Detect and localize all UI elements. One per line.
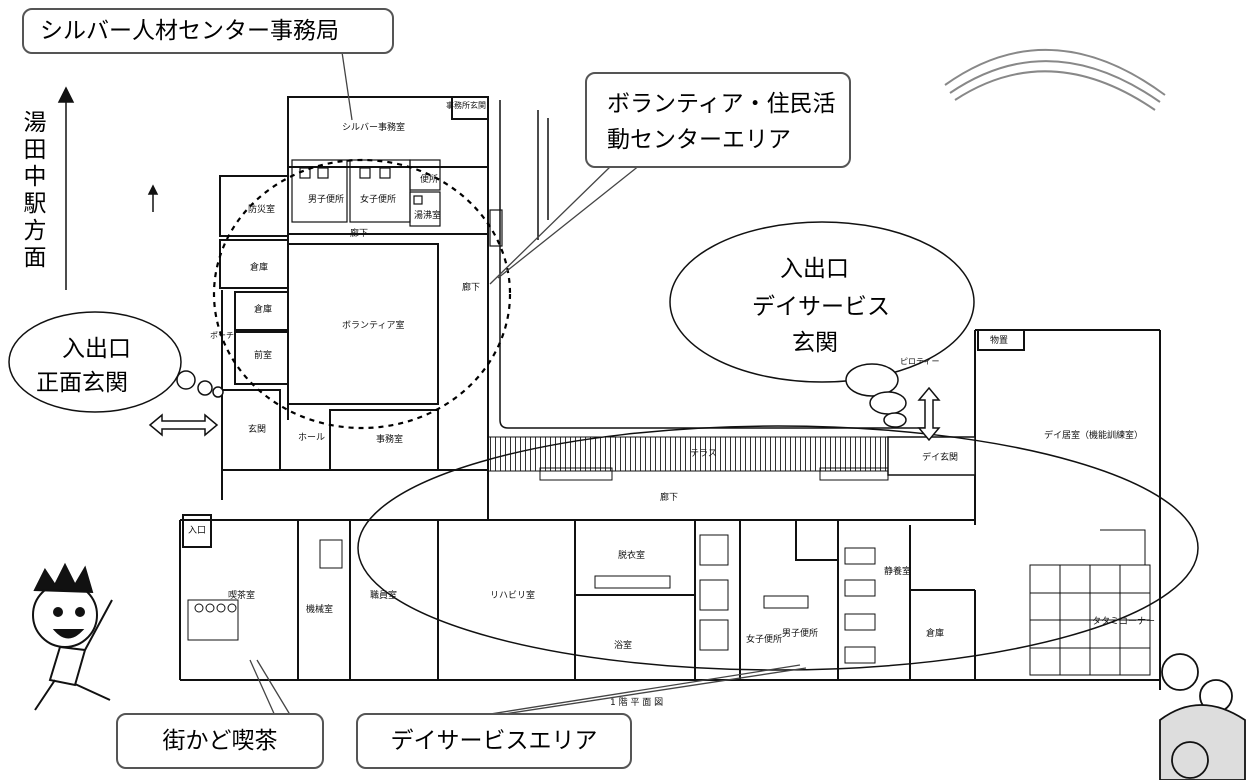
room-entrance-small: 入口 — [188, 525, 206, 536]
dayservice-entrance-cloud — [669, 221, 975, 428]
room-disaster: 防災室 — [248, 203, 275, 215]
dayservice-area-callout: デイサービスエリア — [356, 713, 632, 769]
room-changing: 脱衣室 — [618, 549, 645, 561]
room-office: 事務室 — [376, 433, 403, 445]
dayservice-entrance-label-2: デイサービス — [752, 294, 890, 320]
main-entrance-cloud — [8, 311, 224, 413]
south-building-walls — [179, 329, 1161, 690]
north-building-walls — [219, 96, 489, 500]
dayservice-entrance-label-1: 入出口 — [780, 256, 849, 282]
station-direction-label: 湯田中駅方面 — [23, 110, 47, 271]
room-office-entrance: 事務所玄関 — [446, 100, 486, 110]
room-storage-a: 倉庫 — [250, 261, 268, 273]
volunteer-area-callout: ボランティア・住民活 動センターエリア — [585, 72, 851, 168]
arc-icon — [944, 49, 1166, 111]
room-terrace: テラス — [690, 448, 717, 459]
room-kitchenette: 湯沸室 — [414, 209, 441, 221]
plan-caption: 1 階 平 面 図 — [610, 697, 663, 708]
silver-office-callout-text: シルバー人材センター事務局 — [40, 18, 339, 44]
room-bath: 浴室 — [614, 639, 632, 651]
silver-office-callout: シルバー人材センター事務局 — [22, 8, 394, 54]
room-hall: ホール — [298, 432, 325, 443]
room-tea: 喫茶室 — [228, 589, 255, 601]
cafe-callout: 街かど喫茶 — [116, 713, 324, 769]
room-volunteer: ボランティア室 — [342, 319, 404, 331]
room-machine: 機械室 — [306, 603, 333, 615]
dayservice-area-ellipse — [357, 425, 1199, 671]
room-entrance-hall: 玄関 — [248, 423, 266, 435]
volunteer-area-circle — [212, 158, 512, 430]
dayservice-entrance-label-3: 玄関 — [792, 330, 838, 356]
day-entrance-box — [887, 436, 976, 476]
terrace-hatch — [487, 436, 889, 472]
room-toilet-north: 便所 — [420, 173, 438, 185]
room-storeroom: 物置 — [990, 334, 1008, 346]
room-staff: 職員室 — [370, 589, 397, 601]
wheelchair-icon — [1159, 653, 1246, 780]
room-corridor-east: 廊下 — [462, 281, 480, 293]
cafe-callout-text: 街かど喫茶 — [162, 728, 278, 754]
room-silver-office: シルバー事務室 — [342, 121, 405, 133]
room-mens-toilet-south: 男子便所 — [782, 627, 818, 639]
room-tatami: タタミコーナー — [1092, 616, 1155, 627]
room-womens-toilet-south: 女子便所 — [746, 633, 782, 645]
volunteer-area-callout-line1: ボランティア・住民活 — [607, 91, 836, 117]
volunteer-area-callout-line2: 動センターエリア — [607, 127, 791, 153]
main-entrance-label-1: 入出口 — [62, 336, 131, 362]
tatami-grid — [1029, 529, 1151, 676]
room-rehab: リハビリ室 — [490, 589, 535, 601]
main-entrance-label-2: 正面玄関 — [36, 370, 128, 396]
room-pilotis: ピロティー — [900, 357, 940, 366]
running-boy-icon — [32, 562, 113, 711]
room-storage-b: 倉庫 — [254, 303, 272, 315]
room-day-room: デイ居室（機能訓練室） — [1044, 429, 1143, 441]
direction-arrows — [57, 86, 941, 442]
fixtures — [187, 467, 889, 664]
room-rest: 静養室 — [884, 565, 911, 577]
room-corridor-south: 廊下 — [660, 491, 678, 503]
dayservice-area-callout-text: デイサービスエリア — [390, 728, 598, 754]
room-womens-toilet-north: 女子便所 — [360, 193, 396, 205]
room-day-entrance: デイ玄関 — [922, 451, 958, 463]
room-mens-toilet-north: 男子便所 — [308, 193, 344, 205]
room-corridor-north: 廊下 — [350, 227, 368, 239]
room-storage-south: 倉庫 — [926, 627, 944, 639]
room-porch: ポーチ — [210, 331, 234, 340]
site-boundary — [499, 100, 930, 429]
room-anteroom: 前室 — [254, 349, 272, 361]
north-toilets — [291, 159, 503, 247]
